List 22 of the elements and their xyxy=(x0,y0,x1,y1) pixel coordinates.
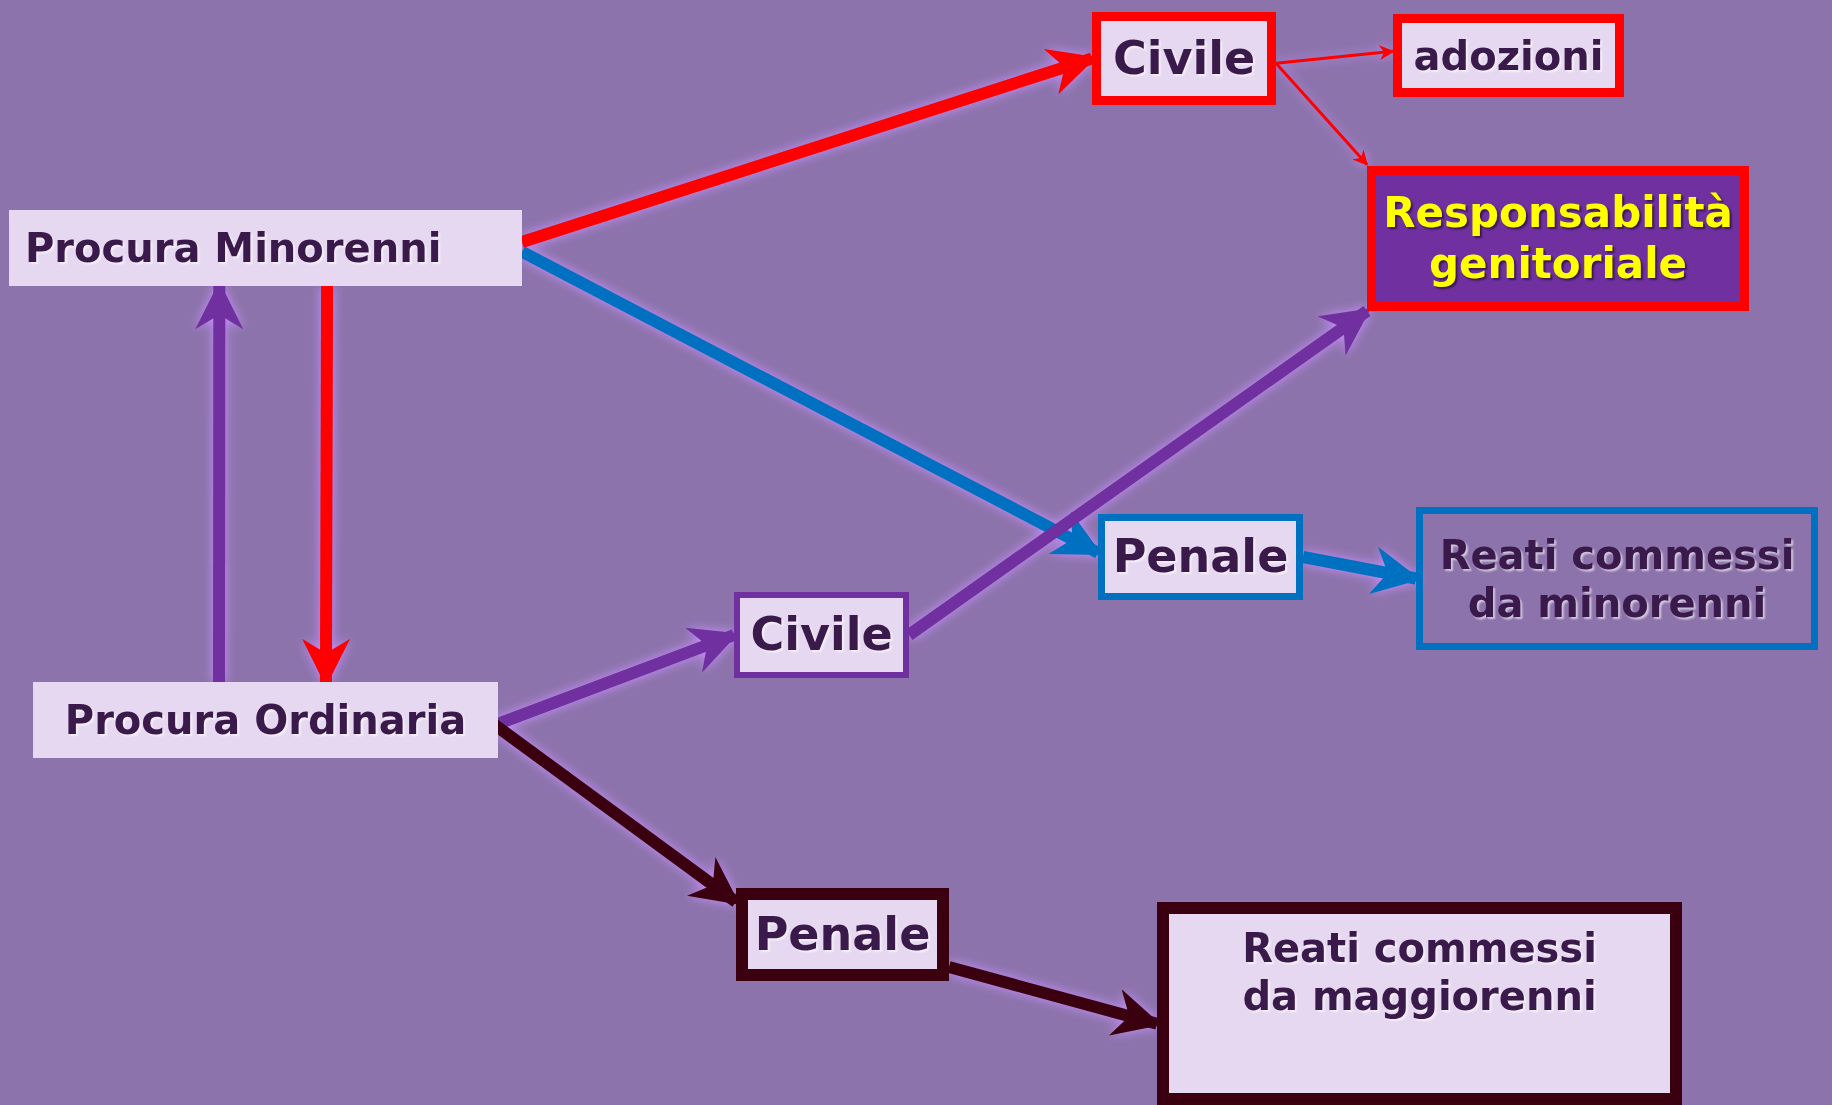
node-label: Reati commessi da maggiorenni xyxy=(1241,924,1598,1020)
node-label: Penale xyxy=(754,906,931,963)
arrow xyxy=(1275,45,1395,65)
node-label: Reati commessi da minorenni xyxy=(1438,530,1796,627)
arrow xyxy=(1274,62,1369,166)
node-label: Procura Ordinaria xyxy=(64,696,467,744)
node-label: Penale xyxy=(1112,529,1289,585)
label-box xyxy=(1367,166,1749,311)
label-box xyxy=(734,592,909,678)
label-box xyxy=(736,888,949,981)
node-label: Responsabilità genitoriale xyxy=(1382,188,1734,289)
node-label: Civile xyxy=(1112,30,1256,87)
label-box xyxy=(1393,14,1624,97)
label-box xyxy=(9,210,522,286)
label-box xyxy=(33,682,498,758)
node-label: Civile xyxy=(750,607,893,663)
node-label: Procura Minorenni xyxy=(25,224,442,272)
label-box xyxy=(1098,514,1303,600)
label-box xyxy=(1092,12,1276,105)
node-label: adozioni xyxy=(1413,31,1604,80)
label-box xyxy=(1157,902,1682,1105)
label-box xyxy=(1416,507,1818,650)
